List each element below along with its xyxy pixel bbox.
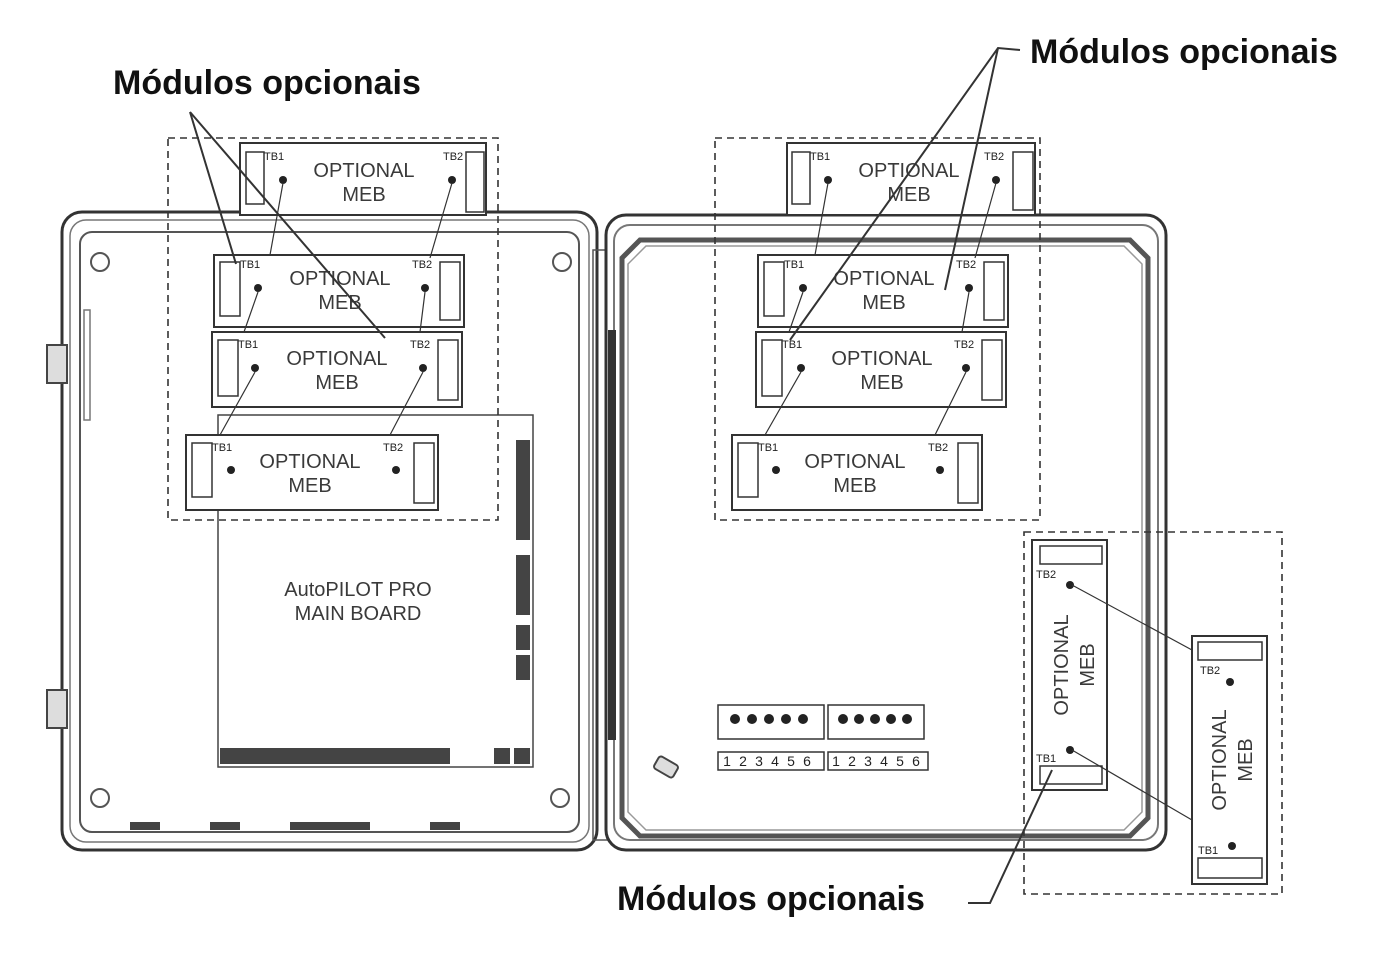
tb2-label: TB2 <box>412 259 432 271</box>
terminal-strip: 1 2 3 4 5 6 1 2 3 4 5 6 <box>717 704 929 771</box>
meb-label-line1: OPTIONAL <box>1209 709 1231 810</box>
meb-label-line1: OPTIONAL <box>259 451 360 473</box>
tb1-label: TB1 <box>784 259 804 271</box>
tb1-label: TB1 <box>782 339 802 351</box>
tb2-label: TB2 <box>443 151 463 163</box>
meb-label-line2: MEB <box>1077 643 1099 686</box>
terminal-number: 2 <box>848 753 856 769</box>
meb-module-vertical: TB2 TB1 OPTIONAL MEB <box>1031 539 1108 791</box>
callout-label-bottom: Módulos opcionais <box>617 880 925 918</box>
terminal-number: 1 <box>832 753 840 769</box>
meb-module: TB1 TB2 OPTIONAL MEB <box>239 142 487 216</box>
right-side-optional-group-outline <box>1023 531 1283 895</box>
meb-label-line2: MEB <box>342 184 385 206</box>
meb-label-line1: OPTIONAL <box>831 348 932 370</box>
tb2-label: TB2 <box>954 339 974 351</box>
terminal-number: 6 <box>803 753 811 769</box>
terminal-number: 4 <box>771 753 779 769</box>
meb-label-line1: OPTIONAL <box>286 348 387 370</box>
tb2-label: TB2 <box>956 259 976 271</box>
tb1-label: TB1 <box>758 442 778 454</box>
tb2-label: TB2 <box>383 442 403 454</box>
callout-label-top-right: Módulos opcionais <box>1030 33 1338 71</box>
tb2-label: TB2 <box>1036 569 1056 581</box>
meb-module: TB1 TB2 OPTIONAL MEB <box>757 254 1009 328</box>
terminal-number: 4 <box>880 753 888 769</box>
meb-label-line2: MEB <box>288 475 331 497</box>
tb1-label: TB1 <box>238 339 258 351</box>
tb1-label: TB1 <box>240 259 260 271</box>
meb-module: TB1 TB2 OPTIONAL MEB <box>786 142 1036 216</box>
tb1-label: TB1 <box>212 442 232 454</box>
meb-label-line1: OPTIONAL <box>858 160 959 182</box>
terminal-number: 5 <box>787 753 795 769</box>
meb-module: TB1 TB2 OPTIONAL MEB <box>211 331 463 408</box>
tb2-label: TB2 <box>410 339 430 351</box>
main-board-subtitle: MAIN BOARD <box>295 603 422 625</box>
left-optional-group-outline <box>167 137 499 521</box>
main-board-title: AutoPILOT PRO <box>284 579 431 601</box>
meb-module-vertical: TB2 TB1 OPTIONAL MEB <box>1191 635 1268 885</box>
terminal-number: 3 <box>864 753 872 769</box>
terminal-number: 6 <box>912 753 920 769</box>
tb2-label: TB2 <box>1200 665 1220 677</box>
meb-module: TB1 TB2 OPTIONAL MEB <box>731 434 983 511</box>
meb-label-line2: MEB <box>860 372 903 394</box>
callout-label-top-left: Módulos opcionais <box>113 64 421 102</box>
terminal-number: 1 <box>723 753 731 769</box>
terminal-number: 5 <box>896 753 904 769</box>
tb1-label: TB1 <box>1036 753 1056 765</box>
meb-label-line1: OPTIONAL <box>833 268 934 290</box>
meb-module: TB1 TB2 OPTIONAL MEB <box>213 254 465 328</box>
meb-label-line1: OPTIONAL <box>313 160 414 182</box>
meb-label-line1: OPTIONAL <box>1051 614 1073 715</box>
terminal-number: 2 <box>739 753 747 769</box>
meb-label-line2: MEB <box>833 475 876 497</box>
meb-module: TB1 TB2 OPTIONAL MEB <box>185 434 439 511</box>
tb1-label: TB1 <box>810 151 830 163</box>
meb-module: TB1 TB2 OPTIONAL MEB <box>755 331 1007 408</box>
tb1-label: TB1 <box>1198 845 1218 857</box>
terminal-number: 3 <box>755 753 763 769</box>
meb-label-line2: MEB <box>862 292 905 314</box>
tb2-label: TB2 <box>984 151 1004 163</box>
tb1-label: TB1 <box>264 151 284 163</box>
meb-label-line1: OPTIONAL <box>804 451 905 473</box>
tb2-label: TB2 <box>928 442 948 454</box>
right-optional-group-outline <box>714 137 1041 521</box>
meb-label-line2: MEB <box>315 372 358 394</box>
meb-label-line2: MEB <box>1235 738 1257 781</box>
meb-label-line1: OPTIONAL <box>289 268 390 290</box>
